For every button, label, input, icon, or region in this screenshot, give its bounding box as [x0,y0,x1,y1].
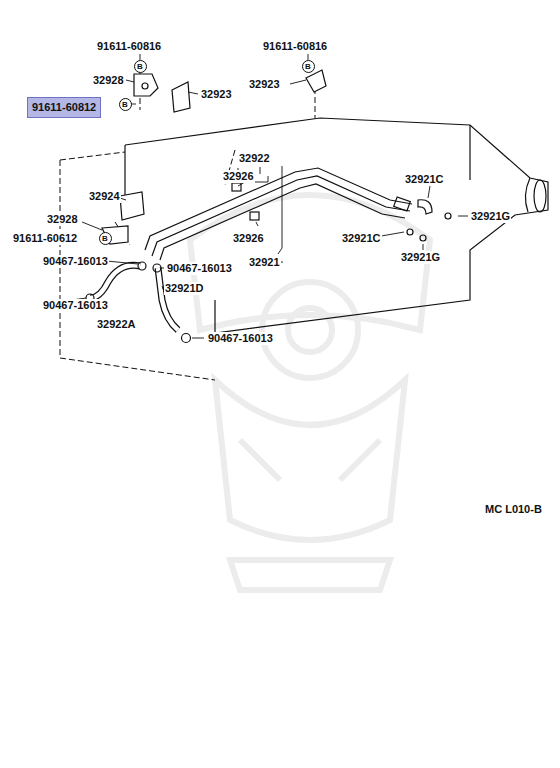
part-number: 32922A [96,318,137,331]
part-number: 32921D [164,282,205,295]
leader-lines [72,54,468,338]
fuel-pipes [145,168,451,260]
part-number: 32928 [92,74,125,87]
fuel-tank [125,118,548,333]
part-number: 32921G [470,210,511,223]
highlighted-part-number: 91611-60812 [27,97,101,118]
diagram-code: MC L010-B [484,503,543,516]
part-number: 32926 [222,170,255,183]
part-number: 32921 [248,256,281,269]
part-number: 91611-60816 [96,40,162,53]
part-number: 90467-16013 [42,299,109,312]
bolt-symbol: B [302,60,315,73]
part-number: 90467-16013 [42,255,109,268]
hoses-and-clamps [86,183,259,343]
part-number: 32921C [341,232,382,245]
part-number: 32923 [248,78,281,91]
part-number: 32921C [404,173,445,186]
bolt-symbol: B [99,232,112,245]
part-number: 32921G [400,251,441,264]
part-number: 91611-60612 [12,232,78,245]
part-number: 91611-60816 [262,40,328,53]
part-number: 32922 [238,152,271,165]
part-number: 90467-16013 [207,332,274,345]
bolt-symbol: B [119,98,132,111]
part-number: 32923 [200,88,233,101]
part-number: 90467-16013 [166,262,233,275]
part-number: 32928 [46,213,79,226]
part-number: 32924 [88,190,121,203]
brackets-and-clamps [102,70,326,244]
part-number: 32926 [232,232,265,245]
watermark-emblem [190,195,430,590]
bolt-symbol: B [134,60,147,73]
